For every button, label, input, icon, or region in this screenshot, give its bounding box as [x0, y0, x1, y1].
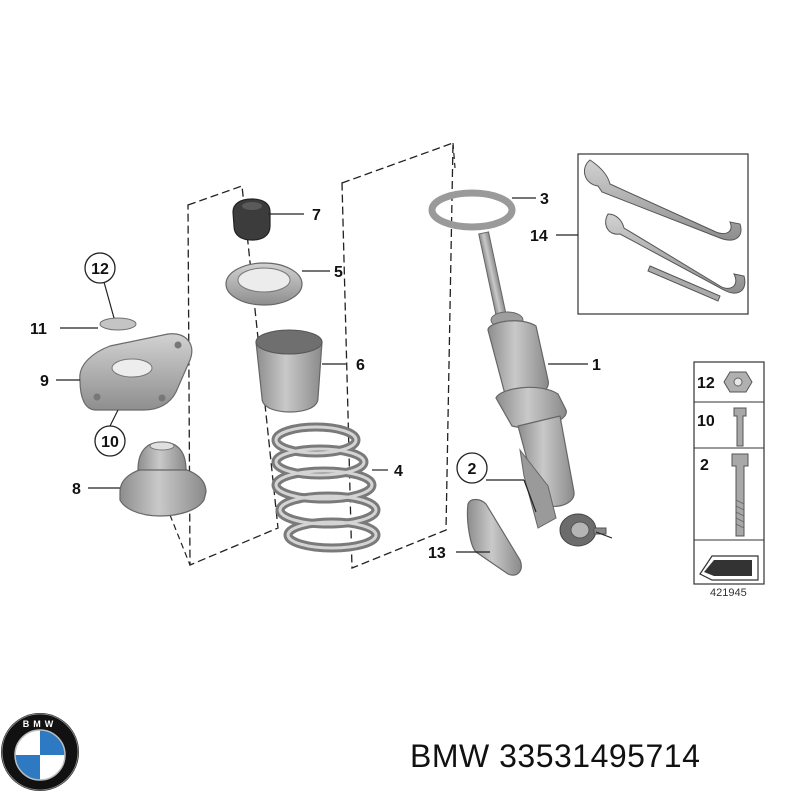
legend-row-2: 2: [700, 457, 709, 474]
bmw-logo-lettering: BMW: [23, 719, 58, 729]
frame-link-3: [452, 142, 456, 169]
fastener-legend-box: [693, 361, 765, 585]
callout-6: 6: [356, 357, 365, 374]
part-8-top-hole: [149, 441, 175, 451]
caption-brand: BMW: [410, 738, 490, 774]
bolt-thread: [735, 499, 745, 529]
callout-12-circle: [84, 252, 116, 284]
assembly-frame-left: [187, 185, 279, 566]
part-9-bolt-hole-1: [174, 341, 182, 349]
pin-tool: [647, 265, 721, 302]
part-11-washer: [99, 317, 137, 331]
part-9-bolt-hole-2: [93, 393, 101, 401]
diagram-number: 421945: [710, 587, 747, 599]
callout-9: 9: [40, 373, 49, 390]
leader-lines: [56, 197, 613, 553]
callout-12: 12: [91, 261, 109, 278]
assembly-frame-right: [341, 142, 454, 569]
callout-3: 3: [540, 191, 549, 208]
part-7-bump-cap: [232, 198, 271, 241]
wrench-tool-2: [605, 213, 746, 294]
callout-4: 4: [394, 463, 403, 480]
legend-row-10: 10: [697, 413, 715, 430]
part-5-bearing-inner: [237, 267, 291, 293]
spring-highlight: [274, 425, 378, 550]
part-3-washer: [428, 189, 516, 231]
callout-13: 13: [428, 545, 446, 562]
callout-5: 5: [334, 264, 343, 281]
callout-2-circle: [456, 452, 488, 484]
wrench-tool-1: [583, 159, 742, 241]
bolt-icon-2: [731, 453, 749, 537]
legend-row-12: 12: [697, 375, 715, 392]
callout-8: 8: [72, 481, 81, 498]
frame-link-8: [169, 514, 191, 566]
part-6-sleeve-top: [255, 329, 323, 355]
part-caption: BMW 33531495714: [410, 738, 700, 775]
caption-part-number: 33531495714: [499, 738, 701, 774]
part-1-shock-strut: [478, 231, 607, 547]
callout-10-circle: [94, 425, 126, 457]
bmw-logo: BMW: [1, 713, 79, 791]
part-13-bracket: [466, 498, 522, 576]
part-8-support-cup: [119, 465, 207, 517]
part-6-sleeve: [255, 341, 323, 413]
callout-10: 10: [101, 434, 119, 451]
callout-1: 1: [592, 357, 601, 374]
part-9-center-hole: [111, 358, 153, 378]
part-7-top: [242, 202, 262, 210]
callout-7: 7: [312, 207, 321, 224]
callout-14: 14: [530, 228, 548, 245]
callout-11: 11: [30, 321, 47, 338]
callout-2: 2: [468, 461, 477, 478]
part-9-bolt-hole-3: [158, 394, 166, 402]
bolt-icon-10: [733, 407, 747, 447]
